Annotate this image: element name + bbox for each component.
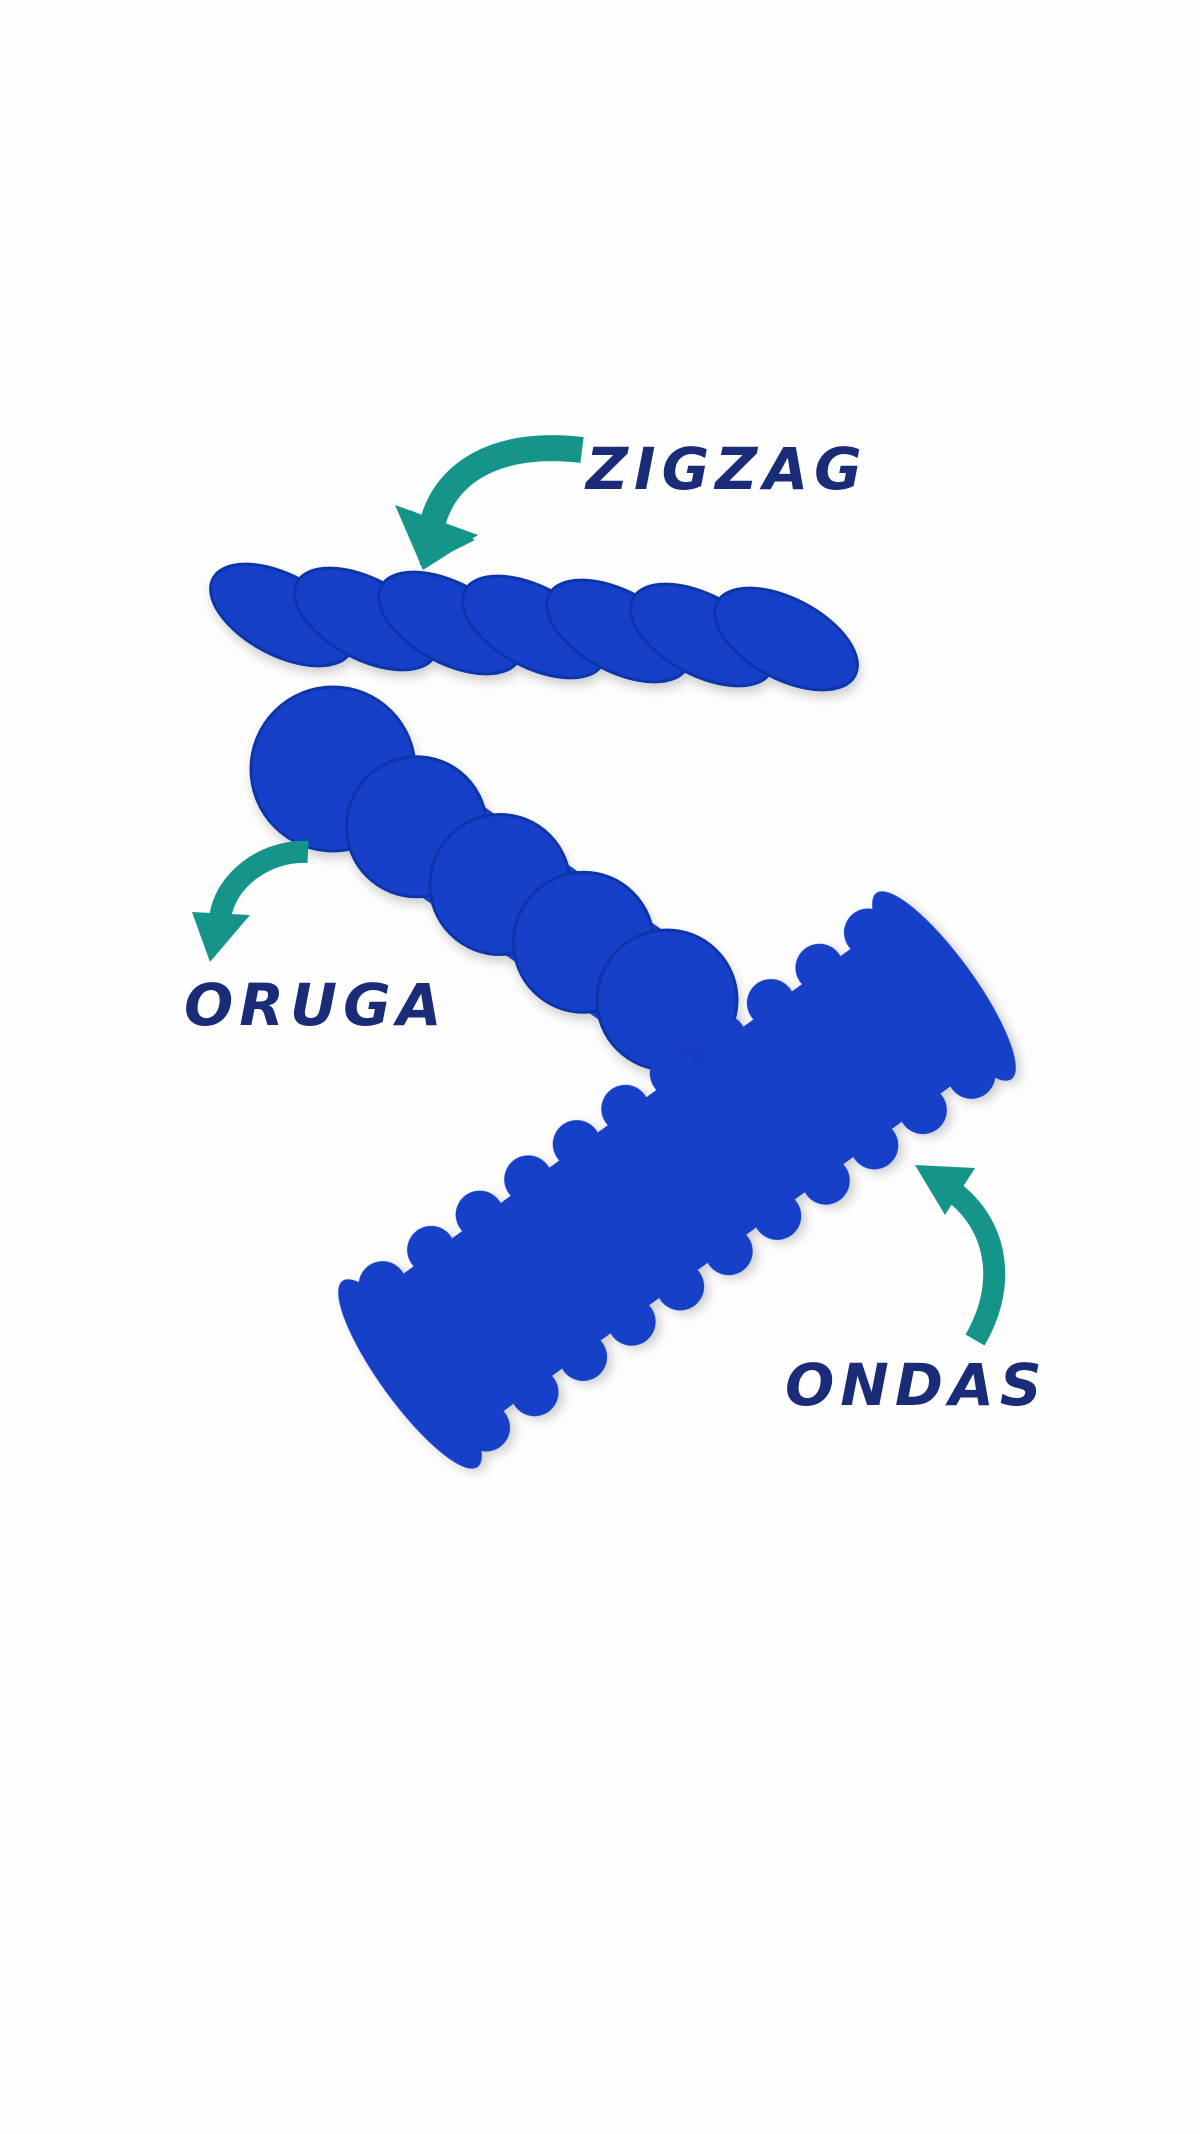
clip-wave — [601, 1084, 650, 1133]
oruga-hair-clip — [249, 685, 739, 1072]
clip-wave — [504, 1155, 553, 1204]
clip-wave — [649, 1049, 698, 1098]
clip-wave — [552, 1120, 601, 1169]
clip-wave — [753, 1191, 802, 1240]
clip-wave — [704, 1227, 753, 1276]
ondas-hair-clip — [338, 891, 1016, 1469]
clip-end — [338, 1279, 482, 1469]
clip-wave — [850, 1121, 899, 1170]
clip-wave — [656, 1262, 705, 1311]
clip-end — [872, 891, 1016, 1081]
clip-wave — [698, 1014, 747, 1063]
zigzag-hair-clip — [209, 562, 859, 692]
clip-wave — [455, 1190, 504, 1239]
arrow-ondas-icon — [915, 1165, 1006, 1346]
label-ondas: ONDAS — [785, 1351, 1048, 1419]
clip-lobe — [713, 586, 859, 692]
clip-wave — [795, 943, 844, 992]
clip-body — [371, 929, 983, 1431]
clip-wave — [746, 979, 795, 1028]
clip-wave — [801, 1156, 850, 1205]
clip-wave — [510, 1368, 559, 1417]
arrow-zigzag-icon — [395, 435, 584, 570]
arrow-oruga-icon — [192, 840, 309, 962]
label-oruga: ORUGA — [184, 971, 448, 1039]
clip-wave — [607, 1297, 656, 1346]
label-zigzag: ZIGZAG — [586, 435, 868, 503]
clip-wave — [559, 1332, 608, 1381]
clip-wave — [898, 1086, 947, 1135]
clip-wave — [407, 1225, 456, 1274]
